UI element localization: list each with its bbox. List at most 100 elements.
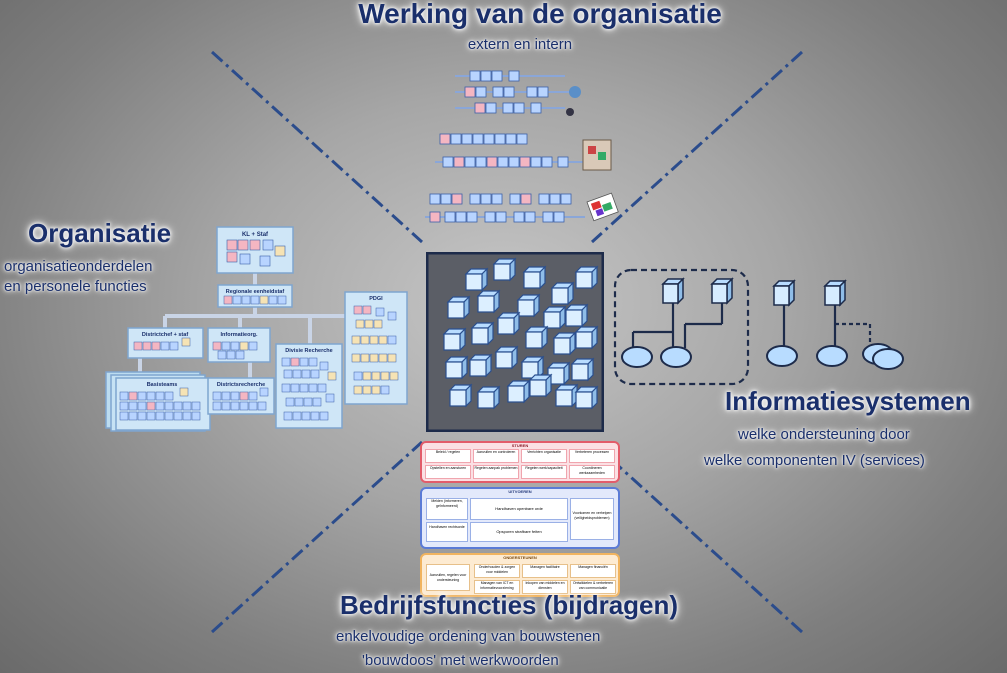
building-block-cube xyxy=(574,265,599,290)
system-cube-1 xyxy=(661,277,685,305)
left-title: Organisatie xyxy=(28,218,172,248)
ondersteunen-cell: Ontwikkelen & verbeteren van communicati… xyxy=(570,580,616,594)
org-box-informatieorg: Informatieorg. xyxy=(207,327,271,363)
org-box-districtsrecherche: Districtsrecherche xyxy=(207,377,275,415)
org-box-basisteams: Basisteams xyxy=(105,371,211,432)
panel-ondersteunen: ONDERSTEUNEN Aanvullen, regelen voor ond… xyxy=(420,553,620,597)
building-block-cube xyxy=(516,293,541,318)
org-box-districtchef: Districtchef + staf xyxy=(127,327,204,359)
right-title: Informatiesystemen xyxy=(725,386,971,416)
svg-text:PDGI: PDGI xyxy=(369,296,383,302)
building-block-cube xyxy=(574,385,599,410)
cell-opsporen: Opsporen strafbare feiten xyxy=(470,522,568,542)
org-box-regionale: Regionale eenheidstaf xyxy=(217,284,293,308)
system-cube-4 xyxy=(823,279,847,307)
building-block-cube xyxy=(496,311,521,336)
building-block-cube xyxy=(524,325,549,350)
cell-handhaven-oo: Handhaven openbare orde xyxy=(470,498,568,520)
building-block-cube xyxy=(570,357,595,382)
ondersteunen-cell: Managen van ICT en informatievoorziening xyxy=(474,580,520,594)
sturen-cell: Verbeteren processen xyxy=(569,449,615,463)
service-ellipse-2 xyxy=(660,346,692,368)
svg-text:Informatieorg.: Informatieorg. xyxy=(221,332,258,338)
flow-row-5 xyxy=(435,139,612,171)
panel-ondersteunen-header: ONDERSTEUNEN xyxy=(503,555,537,560)
panel-sturen-header: STUREN xyxy=(511,443,529,448)
building-block-cube xyxy=(574,325,599,350)
panel-uitvoeren: UITVOEREN Melden (informeren, geïnformee… xyxy=(420,487,620,549)
svg-text:Districtsrecherche: Districtsrecherche xyxy=(217,382,265,388)
building-block-cube xyxy=(492,257,517,282)
cell-melden: Melden (informeren, geïnformeerd) xyxy=(426,498,468,520)
building-block-cube xyxy=(550,281,575,306)
information-systems-diagram xyxy=(613,268,904,386)
building-block-cube xyxy=(564,303,589,328)
building-block-cube xyxy=(494,345,519,370)
system-cube-3 xyxy=(772,279,796,307)
sturen-cell: Verrichten organisatie xyxy=(521,449,567,463)
ondersteunen-cell: Inkopen van middelen en diensten xyxy=(522,580,568,594)
svg-text:Divisie Recherche: Divisie Recherche xyxy=(285,348,332,354)
svg-text:Districtchef + staf: Districtchef + staf xyxy=(142,332,188,338)
ondersteunen-cell: Managen facilitaire xyxy=(522,564,568,578)
building-block-cube xyxy=(554,383,579,408)
building-block-cube xyxy=(442,327,467,352)
flow-row-1 xyxy=(455,70,565,82)
sturen-cell: Regelen aanpak problemen xyxy=(473,465,519,479)
org-box-divisie: Divisie Recherche xyxy=(275,343,343,429)
top-title: Werking van de organisatie xyxy=(358,0,722,29)
building-block-cube xyxy=(448,383,473,408)
sturen-cell: Regelen werk/capaciteit xyxy=(521,465,567,479)
flow-row-6 xyxy=(425,192,619,223)
ondersteunen-cell: Managen financiën xyxy=(570,564,616,578)
cell-handhaven-ro: Handhaven rechtsorde xyxy=(426,522,468,542)
top-subtitle: extern en intern xyxy=(467,36,573,53)
left-subtitle-2: en personele functies xyxy=(4,278,147,295)
org-label-kl-staf: KL + Staf xyxy=(242,232,269,238)
panel-uitvoeren-header: UITVOEREN xyxy=(508,489,532,494)
building-block-cube xyxy=(470,321,495,346)
building-block-cube xyxy=(476,289,501,314)
right-subtitle-1: welke ondersteuning door xyxy=(738,426,910,443)
service-ellipse-1 xyxy=(621,346,653,368)
right-subtitle-2: welke componenten IV (services) xyxy=(704,452,925,469)
bottom-subtitle-1: enkelvoudige ordening van bouwstenen xyxy=(336,628,601,645)
process-flow-illustration xyxy=(425,70,619,223)
building-block-cube xyxy=(464,267,489,292)
building-block-cube xyxy=(476,385,501,410)
cell-voorkomen: Voorkomen en verhelpen (veiligheidsprobl… xyxy=(570,498,614,540)
sturen-cell: Aanvullen en controleren xyxy=(473,449,519,463)
service-ellipse-6 xyxy=(872,348,904,370)
building-block-cube xyxy=(468,353,493,378)
building-block-cube xyxy=(542,305,567,330)
building-block-cube xyxy=(506,379,531,404)
cell-aanvullen: Aanvullen, regelen voor ondersteuning xyxy=(426,564,470,591)
org-box-pdgi: PDGI xyxy=(344,291,408,405)
flow-row-4 xyxy=(439,133,528,145)
building-block-cube xyxy=(446,295,471,320)
sturen-cell: Opstellen en aansturen xyxy=(425,465,471,479)
service-ellipse-4 xyxy=(816,345,848,367)
ondersteunen-cell: Onderhouden & zorgen voor middelen xyxy=(474,564,520,578)
building-block-cube xyxy=(528,373,553,398)
bottom-title: Bedrijfsfuncties (bijdragen) xyxy=(340,590,679,620)
building-block-cube xyxy=(552,331,577,356)
system-cube-2 xyxy=(710,277,734,305)
bottom-subtitle-2: 'bouwdoos' met werkwoorden xyxy=(362,652,559,669)
org-chart: KL + Staf Regionale eenheidstaf District… xyxy=(105,226,408,432)
left-subtitle-1: organisatieonderdelen xyxy=(4,258,153,275)
flow-row-2 xyxy=(455,86,581,98)
building-block-cube xyxy=(546,361,571,386)
building-block-cube xyxy=(444,355,469,380)
org-box-kl-staf: KL + Staf xyxy=(216,226,294,274)
center-building-blocks xyxy=(426,252,604,432)
svg-text:Basisteams: Basisteams xyxy=(147,382,178,388)
service-ellipse-3 xyxy=(766,345,798,367)
sturen-cell: Beleid / regelen xyxy=(425,449,471,463)
building-block-cube xyxy=(522,265,547,290)
sturen-cell: Coordineren werkzaamheden xyxy=(569,465,615,479)
flow-row-3 xyxy=(455,102,574,116)
